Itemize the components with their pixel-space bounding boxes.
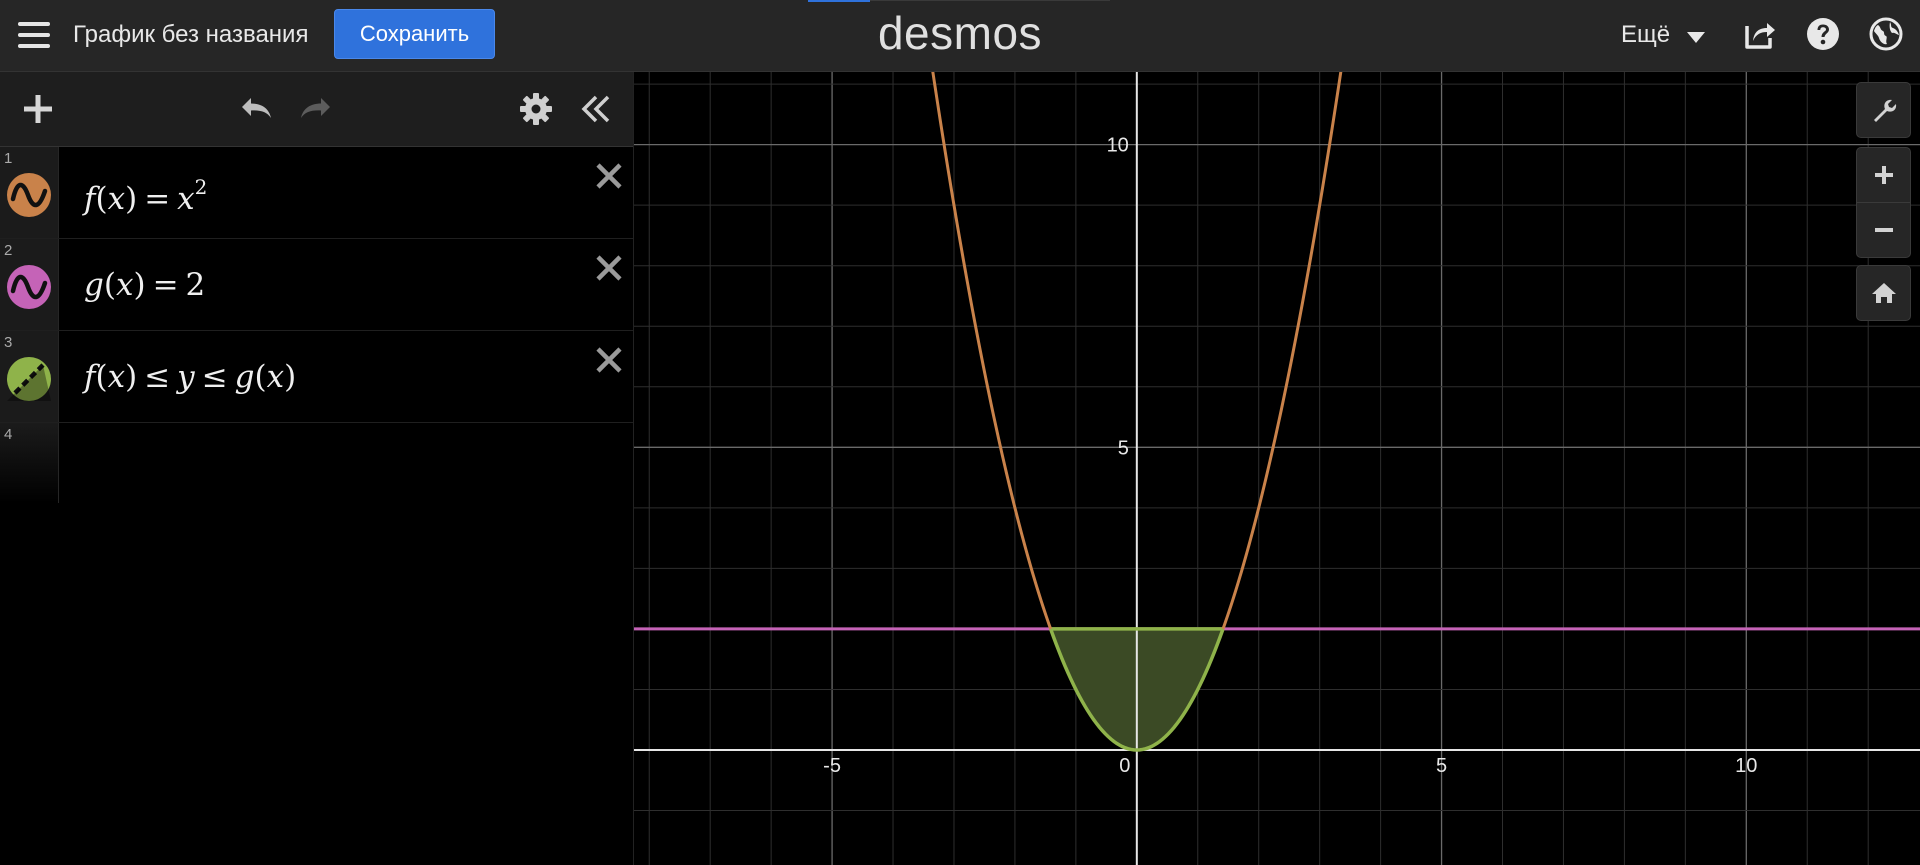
wrench-icon[interactable]	[1857, 83, 1910, 137]
x-tick-label: -5	[823, 755, 841, 777]
expression-row-3[interactable]: 3 f(x)≤y≤g(x)	[0, 331, 633, 423]
row-number: 1	[4, 150, 13, 167]
desmos-logo: desmos	[877, 7, 1043, 59]
more-label: Ещё	[1621, 21, 1671, 48]
share-icon[interactable]	[1742, 16, 1778, 52]
help-icon[interactable]	[1805, 16, 1841, 52]
home-icon[interactable]	[1857, 266, 1910, 320]
expression-panel: 1 f(x)=x2 2 g(x)=2	[0, 72, 634, 865]
expression-latex[interactable]: g(x)=2	[84, 267, 206, 303]
close-icon[interactable]	[592, 159, 626, 193]
wave-icon[interactable]	[7, 265, 51, 309]
expression-list: 1 f(x)=x2 2 g(x)=2	[0, 147, 633, 503]
row-number: 2	[4, 242, 13, 259]
globe-icon[interactable]	[1868, 16, 1904, 52]
region-lower-boundary	[1048, 628, 1225, 752]
graph-title[interactable]: График без названия	[73, 21, 309, 48]
expression-row-1[interactable]: 1 f(x)=x2	[0, 147, 633, 239]
curve-f-right	[1221, 72, 1343, 630]
row-number: 3	[4, 334, 13, 351]
x-tick-label: 5	[1436, 755, 1447, 777]
caret-down-icon	[1686, 22, 1705, 50]
row-gutter: 3	[0, 331, 59, 422]
home-control	[1856, 265, 1911, 321]
save-button[interactable]: Сохранить	[334, 9, 495, 59]
redo-icon[interactable]	[298, 91, 334, 127]
graph-settings-control	[1856, 82, 1911, 138]
expression-row-empty[interactable]: 4	[0, 423, 633, 503]
plus-icon[interactable]	[20, 91, 56, 127]
expression-latex[interactable]: f(x)≤y≤g(x)	[84, 359, 297, 395]
gear-icon[interactable]	[518, 91, 554, 127]
row-gutter: 4	[0, 423, 59, 503]
x-tick-label: 0	[1119, 755, 1130, 777]
tab-indicator-track	[870, 0, 1110, 1]
zoom-control	[1856, 147, 1911, 258]
top-bar: График без названия Сохранить desmos Ещё	[0, 0, 1920, 72]
hamburger-icon[interactable]	[18, 18, 50, 52]
wave-icon[interactable]	[7, 173, 51, 217]
undo-icon[interactable]	[238, 91, 274, 127]
close-icon[interactable]	[592, 343, 626, 377]
more-menu[interactable]: Ещё	[1621, 21, 1705, 50]
curve-f-left	[931, 72, 1053, 630]
expression-toolbar	[0, 72, 633, 147]
y-tick-label: 10	[1107, 135, 1129, 157]
graph-canvas[interactable]: -5 0 5 10 5 10	[634, 72, 1920, 865]
tab-indicator	[808, 0, 870, 2]
x-tick-label: 10	[1735, 755, 1757, 777]
zoom-in-icon[interactable]	[1857, 148, 1910, 202]
row-number: 4	[4, 426, 13, 443]
row-gutter: 2	[0, 239, 59, 330]
collapse-panel-icon[interactable]	[578, 91, 614, 127]
expression-row-2[interactable]: 2 g(x)=2	[0, 239, 633, 331]
row-gutter: 1	[0, 147, 59, 238]
graph-paper[interactable]: -5 0 5 10 5 10	[634, 72, 1920, 865]
close-icon[interactable]	[592, 251, 626, 285]
dashed-line-icon[interactable]	[7, 357, 51, 401]
y-tick-label: 5	[1118, 437, 1129, 459]
expression-latex[interactable]: f(x)=x2	[84, 175, 208, 217]
zoom-out-icon[interactable]	[1857, 202, 1910, 257]
